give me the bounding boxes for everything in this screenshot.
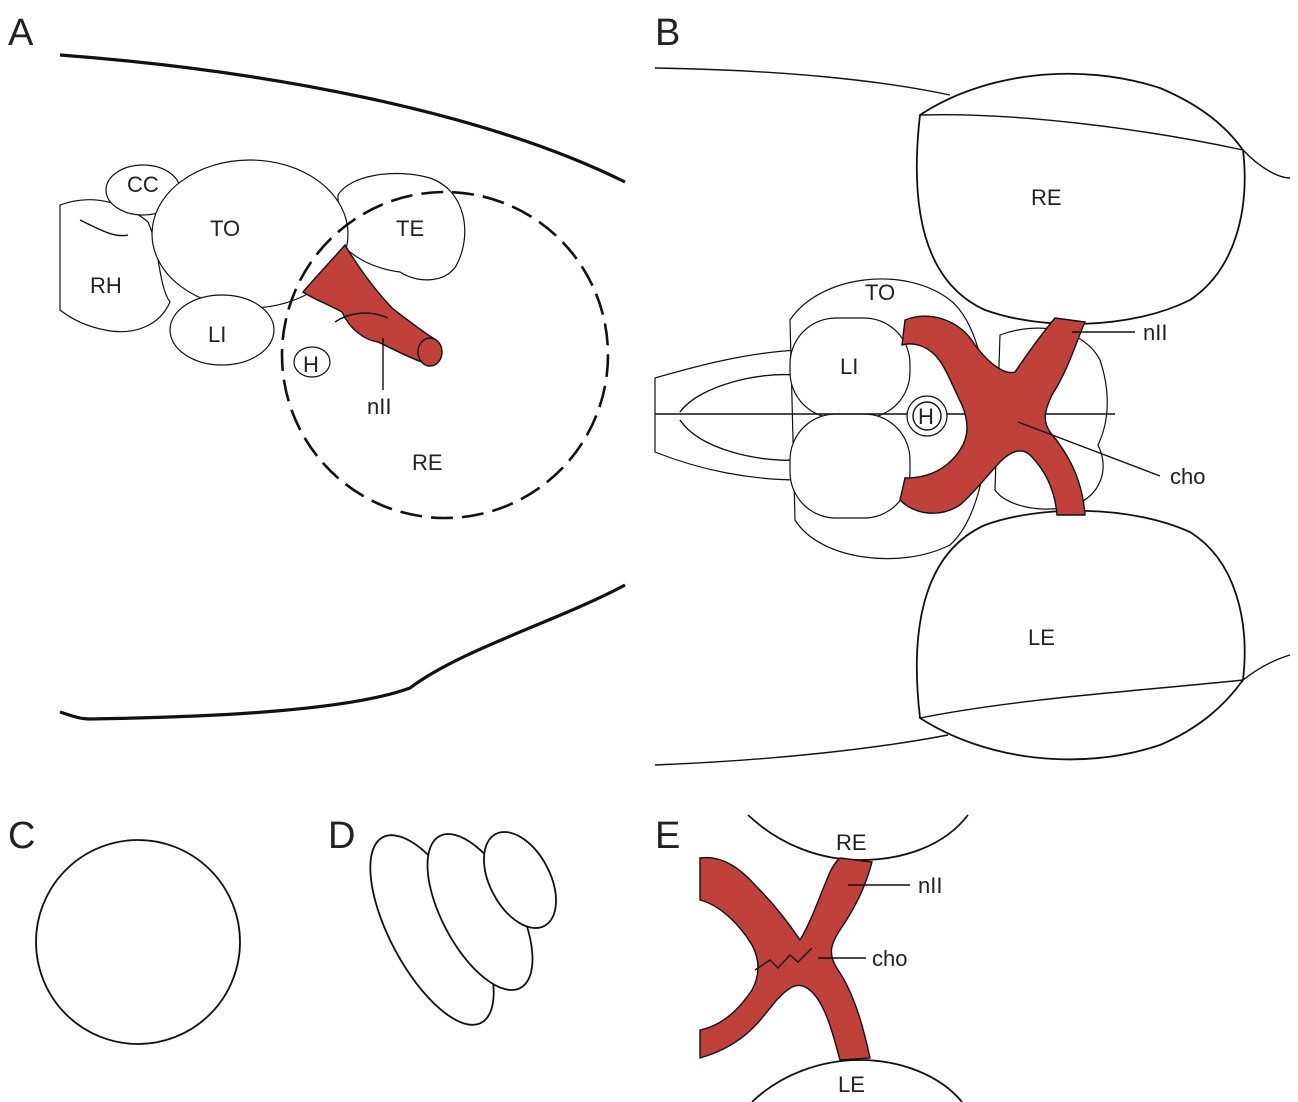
panel-a-optic-nerve-end (418, 338, 442, 366)
panel-a-label-nii: nII (367, 394, 391, 419)
panel-b: B RE TO LI H nII (655, 12, 1290, 765)
panel-d-label: D (328, 815, 355, 857)
panel-b-label-re: RE (1031, 185, 1062, 210)
panel-a-label-li: LI (208, 322, 226, 347)
panel-a-label-te: TE (396, 216, 424, 241)
panel-b-inferior-lobe-lower (790, 414, 910, 518)
panel-a-label: A (8, 12, 34, 54)
panel-c-label: C (8, 815, 35, 857)
panel-b-label-to: TO (865, 280, 895, 305)
panel-b-left-eye-shape (917, 511, 1245, 760)
panel-a-body-outline-top (60, 55, 625, 182)
panel-b-label-nii: nII (1143, 320, 1167, 345)
panel-e-label-le: LE (838, 1072, 865, 1097)
panel-a-label-to: TO (210, 216, 240, 241)
panel-a-label-cc: CC (127, 172, 159, 197)
panel-b-label-cho: cho (1170, 464, 1205, 489)
panel-b-label-le: LE (1028, 625, 1055, 650)
panel-a-body-outline-bottom (60, 585, 625, 719)
panel-c: C (8, 815, 240, 1044)
panel-a-label-h: H (303, 352, 319, 377)
panel-e: E RE nII cho LE (655, 815, 968, 1102)
panel-e-label-cho: cho (872, 946, 907, 971)
panel-b-right-eye-shape (917, 74, 1245, 324)
panel-b-body-outline-bottom-right (1243, 655, 1290, 680)
panel-c-circle (36, 840, 240, 1044)
panel-b-label-li: LI (840, 354, 858, 379)
panel-d: D (328, 815, 571, 1042)
panel-e-label-nii: nII (918, 873, 942, 898)
panel-b-body-outline-bottom (655, 735, 948, 765)
panel-d-folded-shape (346, 818, 571, 1043)
panel-e-label-re: RE (836, 830, 867, 855)
panel-b-body-outline-top (655, 68, 950, 95)
panel-b-label: B (655, 12, 680, 54)
panel-a-label-re: RE (412, 450, 443, 475)
panel-a-label-rh: RH (90, 273, 122, 298)
panel-b-label-h: H (918, 404, 934, 429)
panel-a: A CC TO TE RH LI H nII RE (8, 12, 625, 719)
panel-b-body-outline-top-right (1243, 150, 1290, 178)
panel-e-label: E (655, 815, 680, 857)
